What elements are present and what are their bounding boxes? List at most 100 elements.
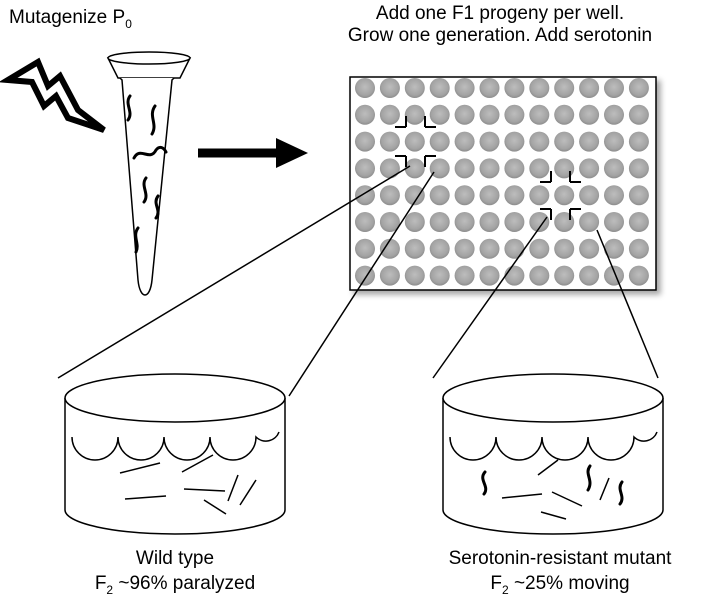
well bbox=[604, 238, 624, 259]
well bbox=[579, 265, 600, 286]
well bbox=[429, 104, 450, 125]
well bbox=[404, 238, 425, 259]
well bbox=[554, 158, 575, 179]
well bbox=[479, 158, 500, 179]
well bbox=[529, 131, 550, 152]
well bbox=[554, 131, 575, 152]
well bbox=[379, 104, 400, 125]
well bbox=[355, 212, 375, 232]
well bbox=[479, 185, 500, 206]
well bbox=[504, 265, 525, 286]
well bbox=[604, 131, 624, 152]
well bbox=[504, 78, 525, 98]
well bbox=[628, 265, 649, 286]
well bbox=[628, 238, 649, 259]
well bbox=[554, 265, 575, 286]
mutant-prefix: F bbox=[490, 573, 502, 594]
well bbox=[529, 265, 550, 286]
mixed-worms bbox=[481, 459, 624, 520]
well bbox=[479, 104, 500, 125]
well bbox=[504, 212, 525, 232]
well bbox=[504, 104, 525, 125]
well bbox=[504, 158, 525, 179]
mutant-result: ~25% moving bbox=[508, 573, 630, 594]
well bbox=[479, 212, 500, 232]
well bbox=[454, 185, 475, 206]
paralyzed-worms bbox=[119, 454, 257, 515]
wild-type-caption: Wild type F2 ~96% paralyzed bbox=[60, 546, 290, 598]
well bbox=[529, 78, 550, 98]
step2-line2: Grow one generation. Add serotonin bbox=[347, 25, 653, 46]
wild-type-title: Wild type bbox=[135, 548, 215, 569]
wild-type-subscript: 2 bbox=[106, 583, 114, 597]
arrow-right-icon bbox=[198, 138, 308, 168]
mutagenize-text: Mutagenize P bbox=[9, 7, 126, 28]
well bbox=[454, 265, 475, 286]
well bbox=[404, 212, 425, 232]
well bbox=[529, 158, 550, 179]
mutagenize-label: Mutagenize P0 bbox=[9, 7, 132, 31]
well bbox=[479, 131, 500, 152]
well bbox=[628, 185, 649, 206]
well bbox=[379, 158, 400, 179]
petri-dish-wild-type bbox=[64, 373, 286, 535]
well bbox=[604, 185, 624, 206]
lightning-bolt-icon bbox=[0, 57, 106, 133]
well bbox=[404, 78, 425, 98]
well bbox=[355, 104, 375, 125]
well bbox=[404, 185, 425, 206]
well bbox=[404, 265, 425, 286]
step2-instructions: Add one F1 progeny per well. Grow one ge… bbox=[300, 3, 700, 47]
wild-type-result: ~96% paralyzed bbox=[113, 573, 256, 594]
well bbox=[628, 78, 649, 98]
well bbox=[379, 185, 400, 206]
well bbox=[579, 185, 600, 206]
well bbox=[604, 78, 624, 98]
worms-in-tube bbox=[126, 94, 168, 254]
well bbox=[454, 131, 475, 152]
step2-line1: Add one F1 progeny per well. bbox=[375, 3, 625, 24]
well bbox=[504, 131, 525, 152]
mutant-caption: Serotonin-resistant mutant F2 ~25% movin… bbox=[415, 546, 705, 598]
well-plate bbox=[349, 76, 657, 291]
wells-grid bbox=[355, 78, 649, 286]
selected-well-wild-type bbox=[395, 116, 436, 167]
mutant-result-line: F2 ~25% moving bbox=[415, 571, 705, 598]
test-tube-icon bbox=[106, 51, 192, 296]
well bbox=[579, 78, 600, 98]
well bbox=[454, 78, 475, 98]
well bbox=[379, 238, 400, 259]
well bbox=[429, 131, 450, 152]
well bbox=[429, 78, 450, 98]
well bbox=[379, 131, 400, 152]
well bbox=[579, 104, 600, 125]
well bbox=[355, 78, 375, 98]
well bbox=[479, 238, 500, 259]
well bbox=[579, 158, 600, 179]
well bbox=[404, 104, 425, 125]
well bbox=[554, 212, 575, 232]
well bbox=[379, 78, 400, 98]
mutant-title: Serotonin-resistant mutant bbox=[448, 548, 672, 569]
well bbox=[628, 104, 649, 125]
well bbox=[454, 158, 475, 179]
well bbox=[355, 131, 375, 152]
well bbox=[355, 238, 375, 259]
well bbox=[529, 212, 550, 232]
well bbox=[604, 265, 624, 286]
well bbox=[429, 158, 450, 179]
well bbox=[554, 238, 575, 259]
well bbox=[628, 158, 649, 179]
well bbox=[404, 158, 425, 179]
well bbox=[529, 185, 550, 206]
well bbox=[579, 238, 600, 259]
well bbox=[355, 158, 375, 179]
well bbox=[529, 238, 550, 259]
well bbox=[429, 212, 450, 232]
well bbox=[379, 212, 400, 232]
well bbox=[504, 185, 525, 206]
well bbox=[579, 212, 600, 232]
well bbox=[604, 104, 624, 125]
wild-type-result-line: F2 ~96% paralyzed bbox=[60, 571, 290, 598]
